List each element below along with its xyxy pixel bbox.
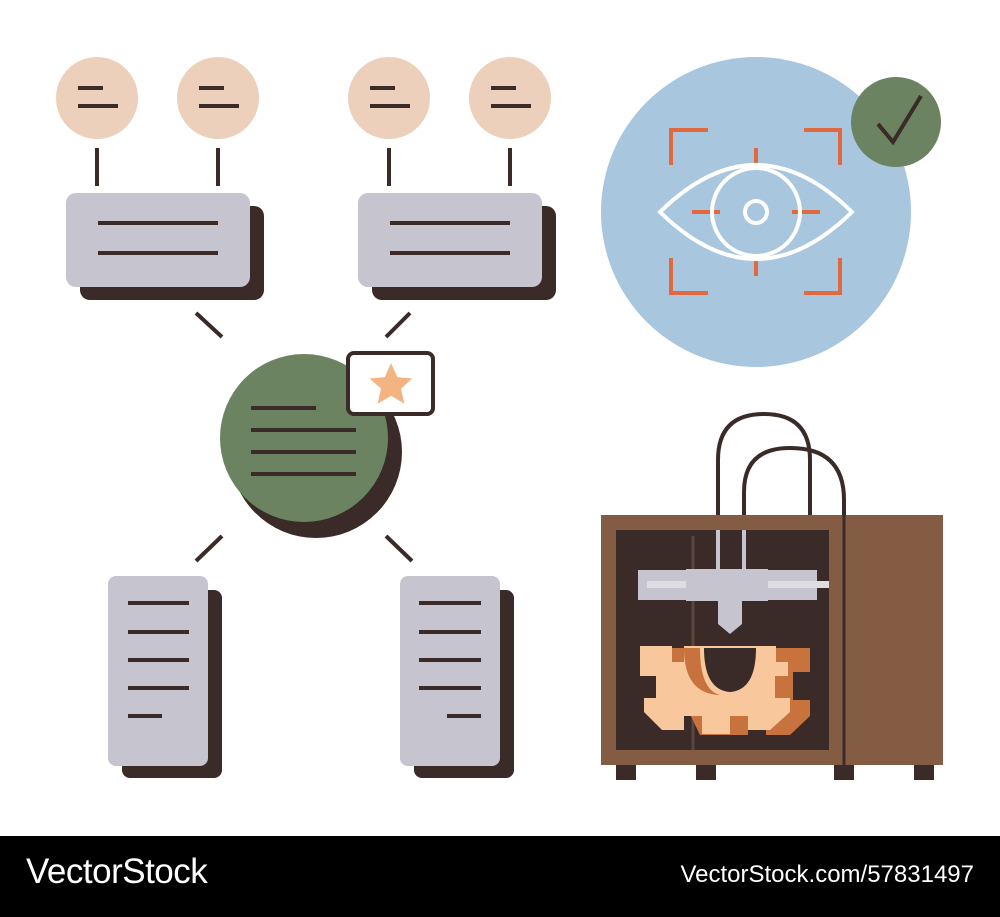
footer-bar: VectorStock VectorStock.com/57831497	[0, 836, 1000, 917]
avatar-group-left	[56, 57, 259, 139]
document-icon	[400, 576, 514, 778]
person-avatar-icon	[348, 57, 430, 139]
card-icon	[66, 193, 264, 300]
person-avatar-icon	[56, 57, 138, 139]
avatar-connectors	[95, 148, 512, 186]
image-credit[interactable]: VectorStock.com/57831497	[680, 861, 974, 888]
checkmark-icon	[851, 77, 941, 167]
eye-scan-icon	[601, 57, 911, 367]
document-icon	[108, 576, 222, 778]
avatar-group-right	[348, 57, 551, 139]
person-avatar-icon	[177, 57, 259, 139]
brand-logo-text[interactable]: VectorStock	[26, 852, 208, 891]
illustration-artwork	[56, 57, 943, 780]
star-badge-icon	[346, 351, 435, 416]
gear-icon	[640, 646, 810, 735]
card-icon	[358, 193, 556, 300]
person-avatar-icon	[469, 57, 551, 139]
3d-printer-icon	[601, 411, 943, 780]
hub-connectors	[194, 311, 414, 563]
